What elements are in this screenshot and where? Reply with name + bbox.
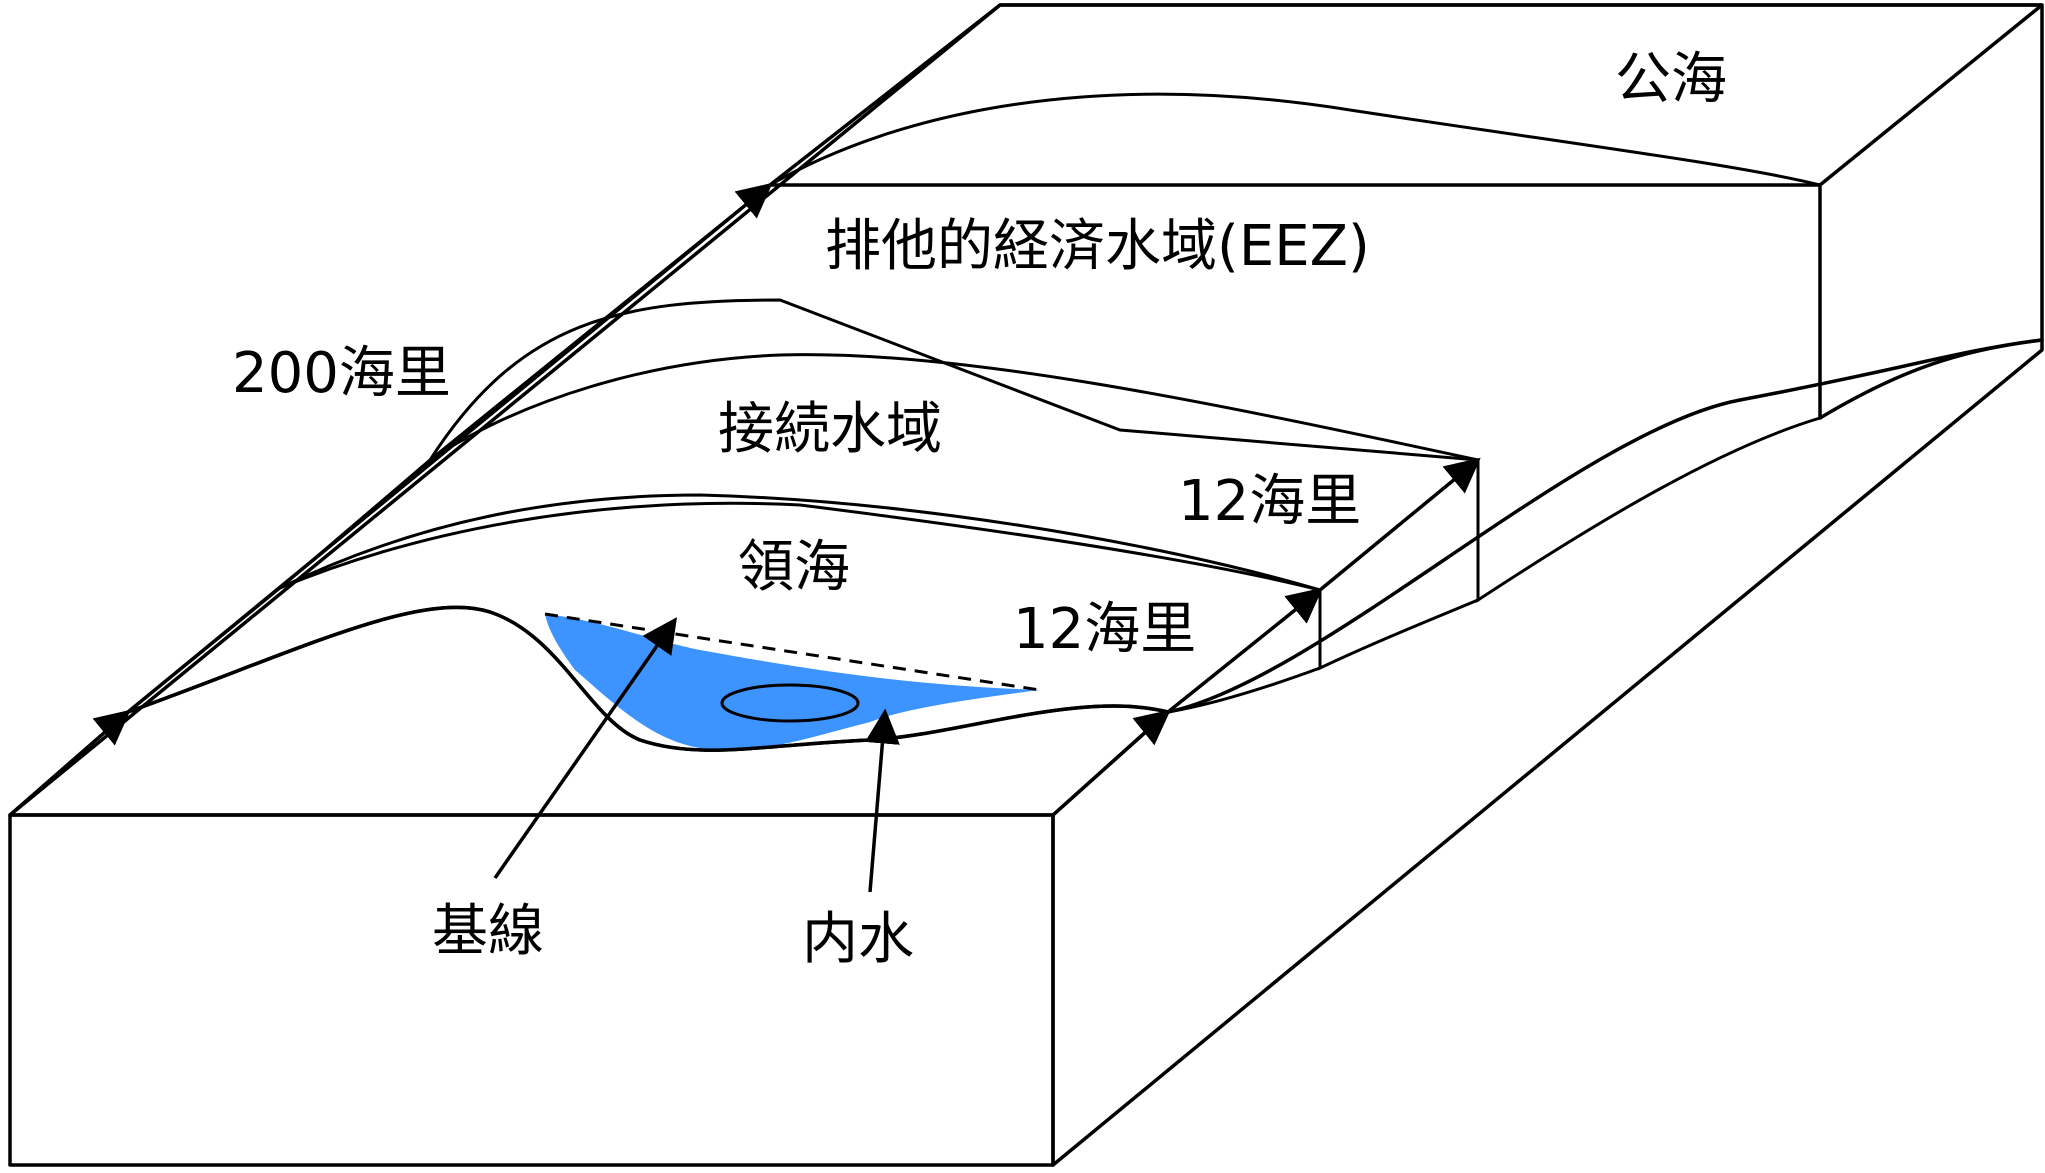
contiguous-distance-arrow bbox=[1284, 457, 1481, 624]
contiguous-distance-label: 12海里 bbox=[1178, 469, 1361, 534]
baseline-pointer-arrow bbox=[493, 617, 678, 880]
internal-waters-label: 内水 bbox=[802, 907, 914, 972]
high-seas-label: 公海 bbox=[1615, 47, 1727, 112]
territorial-distance-arrow bbox=[1132, 587, 1323, 746]
land-side-face bbox=[1051, 338, 2044, 1167]
land-front-face bbox=[8, 813, 1055, 1167]
eez-region bbox=[428, 92, 1822, 603]
internal-waters-pointer-arrow bbox=[864, 708, 900, 893]
block-top-edge bbox=[8, 3, 2042, 817]
territorial-distance-label: 12海里 bbox=[1013, 597, 1196, 662]
high-seas-region bbox=[768, 3, 2044, 420]
eez-distance-arrow bbox=[92, 182, 773, 746]
baseline-line bbox=[544, 612, 1041, 692]
territorial-sea-label: 領海 bbox=[738, 535, 850, 600]
baseline-label: 基線 bbox=[432, 899, 544, 964]
contiguous-zone-label: 接続水域 bbox=[718, 397, 942, 462]
eez-distance-label: 200海里 bbox=[232, 341, 451, 406]
eez-label: 排他的経済水域(EEZ) bbox=[825, 214, 1370, 279]
block-right-edge bbox=[1818, 3, 2044, 187]
